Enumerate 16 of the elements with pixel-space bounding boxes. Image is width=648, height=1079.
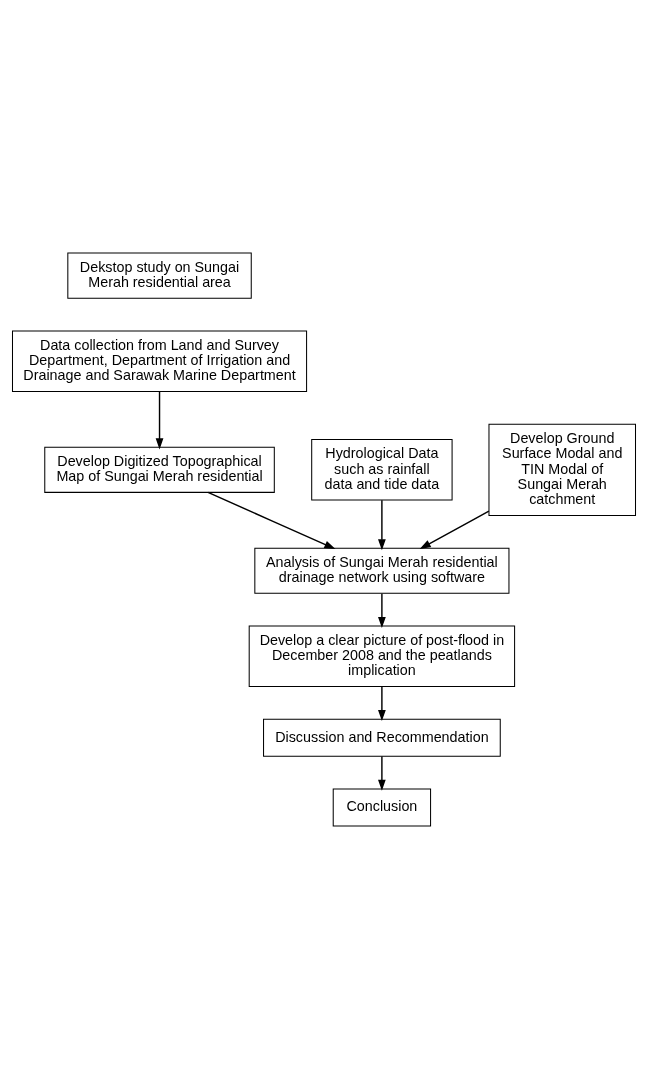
arrow — [378, 593, 386, 629]
arrow — [378, 499, 386, 551]
node-box: Conclusion — [332, 788, 432, 827]
node-box: Hydrological Data such as rainfall data and tide data — [311, 439, 453, 501]
node-box: Analysis of Sungai Merah residential drainage network using software — [254, 547, 510, 594]
arrow — [378, 686, 386, 722]
arrow — [419, 510, 490, 549]
node-box: Discussion and Recommendation — [263, 718, 501, 757]
node-box: Develop Ground Surface Modal and TIN Modal of Sungai Merah catchment — [488, 423, 636, 516]
arrow — [155, 390, 164, 450]
arrow — [207, 491, 336, 550]
node-box: Data collection from Land and Survey Department, Department of Irrigation and Drainage and Sarawak Marine Department — [12, 330, 308, 392]
arrow — [378, 755, 386, 791]
node-box: Develop Digitized Topographical Map of Sungai Merah residential — [44, 446, 275, 493]
node-box: Dekstop study on Sungai Merah residential area — [67, 252, 252, 299]
node-box: Develop a clear picture of post-flood in December 2008 and the peatlands implication — [248, 625, 516, 688]
